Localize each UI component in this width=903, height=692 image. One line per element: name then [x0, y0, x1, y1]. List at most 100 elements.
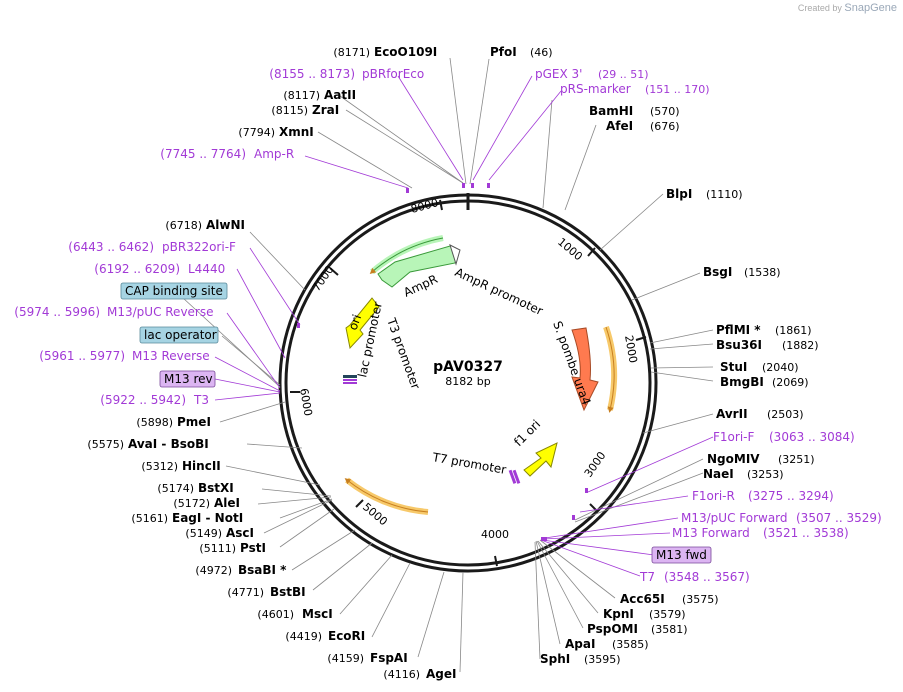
m13-fwd-label: M13 fwd: [656, 548, 707, 562]
label-pos: (5161): [131, 512, 168, 525]
label-pos: (5174): [157, 482, 194, 495]
ampr-label: AmpR: [401, 272, 439, 300]
ura4-feature-arrow[interactable]: [571, 327, 599, 412]
bmgbi-label: BmgBI: [720, 375, 764, 389]
bstbi-label: BstBI: [270, 585, 306, 599]
msci-label: MscI: [302, 607, 333, 621]
label-pos: (151 .. 170): [645, 83, 710, 96]
label-pos: (8117): [283, 89, 320, 102]
label-pos: (676): [650, 120, 680, 133]
label-pos: (6718): [165, 219, 202, 232]
label-pos: (5961 .. 5977): [39, 349, 125, 363]
ecoo109i-label: EcoO109I: [374, 45, 437, 59]
bsgi-label: BsgI: [703, 265, 732, 279]
hincii-label: HincII: [182, 459, 221, 473]
lac-promoter-label: lac promoter: [355, 301, 385, 379]
tick-label-8000: 8000: [409, 196, 439, 216]
m13fwd-mark: [512, 469, 521, 484]
label-pos: (4116): [383, 668, 420, 681]
label-pos: (2069): [772, 376, 809, 389]
label-pos: (5974 .. 5996): [14, 305, 100, 319]
label-pos: (4771): [227, 586, 264, 599]
l4440-label: L4440: [188, 262, 225, 276]
ori-label: ori: [346, 313, 364, 332]
ecori-label: EcoRI: [328, 629, 365, 643]
pbr322ori-f-label: pBR322ori-F: [162, 240, 236, 254]
label-pos: (5922 .. 5942): [100, 393, 186, 407]
label-pos: (570): [650, 105, 680, 118]
label-pos: (29 .. 51): [598, 68, 649, 81]
right-labels: PfoI (46) pGEX 3' (29 .. 51) pRS-marker …: [490, 45, 882, 666]
eagi-noti-label: EagI - NotI: [172, 511, 243, 525]
xmni-label: XmnI: [279, 125, 314, 139]
label-pos: (7745 .. 7764): [160, 147, 246, 161]
m13-reverse-label: M13 Reverse: [132, 349, 210, 363]
t7-promoter-label: T7 promoter: [430, 450, 507, 477]
prs-marker-label: pRS-marker: [560, 82, 631, 96]
green-arc-line: [369, 237, 444, 274]
alwni-label: AlwNI: [206, 218, 245, 232]
asci-label: AscI: [226, 526, 254, 540]
tick-label-2000: 2000: [622, 334, 640, 364]
ngomiv-label: NgoMIV: [707, 452, 760, 466]
orange-arc-right-line: [605, 326, 615, 413]
label-pos: (5172): [173, 497, 210, 510]
label-pos: (4419): [285, 630, 322, 643]
orange-arc-left: [345, 477, 429, 515]
bsabi-label: BsaBI *: [238, 563, 287, 577]
tick-label-4000: 4000: [481, 528, 509, 541]
label-pos: (4972): [195, 564, 232, 577]
acc65i-label: Acc65I: [620, 592, 665, 606]
f1-ori-label: f1 ori: [511, 417, 543, 449]
f1-ori-feature-arrow[interactable]: [523, 442, 558, 477]
label-pos: (3595): [584, 653, 621, 666]
label-pos: (3581): [651, 623, 688, 636]
label-pos: (5898): [136, 416, 173, 429]
t7-label: T7: [639, 570, 655, 584]
pfoi-label: PfoI: [490, 45, 517, 59]
avrii-label: AvrII: [716, 407, 748, 421]
label-pos: (5575): [87, 438, 124, 451]
tick-marks: [290, 199, 647, 567]
plasmid-length: 8182 bp: [445, 375, 490, 388]
label-pos: (8171): [333, 46, 370, 59]
stui-label: StuI: [720, 360, 747, 374]
label-pos: (3063 .. 3084): [769, 430, 855, 444]
label-pos: (1538): [744, 266, 781, 279]
label-pos: (5312): [141, 460, 178, 473]
t3-mark: [343, 382, 357, 384]
label-pos: (6443 .. 6462): [68, 240, 154, 254]
t3-promoter-label: T3 promoter: [384, 315, 423, 391]
tick-label-6000: 6000: [297, 387, 315, 417]
f1ori-r-label: F1ori-R: [692, 489, 735, 503]
aatii-label: AatII: [324, 88, 356, 102]
label-pos: (4159): [327, 652, 364, 665]
orange-arc-left-line: [344, 478, 429, 513]
kpni-label: KpnI: [603, 607, 634, 621]
alei-label: AleI: [214, 496, 240, 510]
label-pos: (3275 .. 3294): [748, 489, 834, 503]
agei-label: AgeI: [426, 667, 456, 681]
pspomi-label: PspOMI: [587, 622, 638, 636]
pbrforeco-label: pBRforEco: [362, 67, 424, 81]
label-pos: (3579): [649, 608, 686, 621]
primer-marks: [297, 183, 588, 541]
leader-lines: [182, 57, 714, 673]
apai-label: ApaI: [565, 637, 595, 651]
label-pos: (2503): [767, 408, 804, 421]
ampr-promoter-label: AmpR promoter: [453, 265, 545, 318]
zrai-label: ZraI: [312, 103, 339, 117]
label-pos: (1861): [775, 324, 812, 337]
ava-bsobi-label: AvaI - BsoBI: [128, 437, 209, 451]
ampr-promoter-arrow[interactable]: [449, 244, 461, 266]
ori-feature-arrow[interactable]: [345, 297, 380, 350]
blpi-label: BlpI: [666, 187, 692, 201]
label-pos: (4601): [257, 608, 294, 621]
label-pos: (1110): [706, 188, 743, 201]
amp-r-label: Amp-R: [254, 147, 294, 161]
bsu36i-label: Bsu36I: [716, 338, 762, 352]
fspai-label: FspAI: [370, 651, 408, 665]
m13-puc-reverse-label: M13/pUC Reverse: [107, 305, 214, 319]
tick-label-7000: 7000: [310, 263, 337, 293]
